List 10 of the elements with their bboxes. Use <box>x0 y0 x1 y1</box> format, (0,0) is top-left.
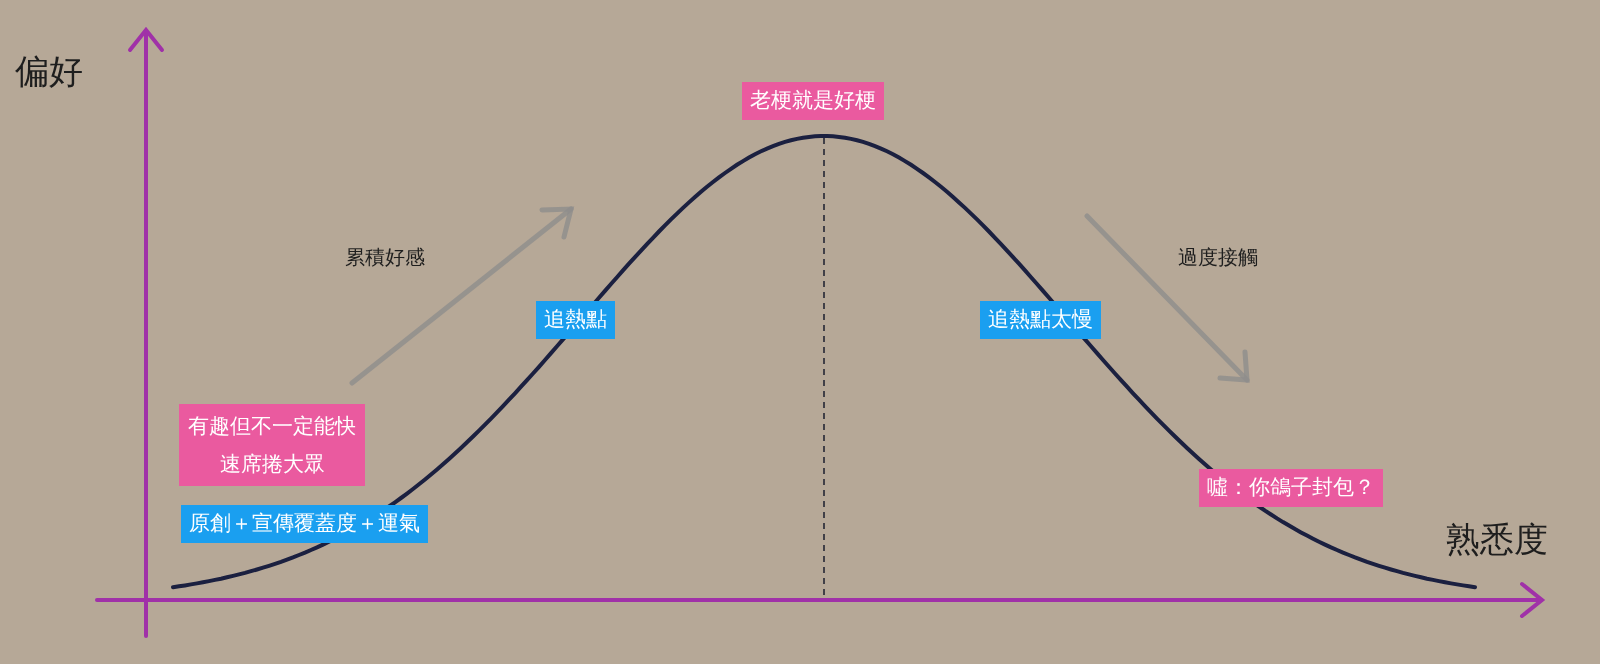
highlight-tag: 噓：你鴿子封包？ <box>1199 469 1383 507</box>
highlight-tag: 追熱點 <box>536 301 615 339</box>
highlight-tag: 追熱點太慢 <box>980 301 1101 339</box>
axis-or-note-text: 偏好 <box>15 50 83 93</box>
highlight-tag: 有趣但不一定能快速席捲大眾 <box>179 404 365 486</box>
highlight-tag: 老梗就是好梗 <box>742 82 884 120</box>
axis-or-note-text: 累積好感 <box>345 244 425 271</box>
highlight-tag: 原創＋宣傳覆蓋度＋運氣 <box>181 505 428 543</box>
axis-or-note-text: 過度接觸 <box>1178 244 1258 271</box>
axis-or-note-text: 熟悉度 <box>1446 518 1548 561</box>
